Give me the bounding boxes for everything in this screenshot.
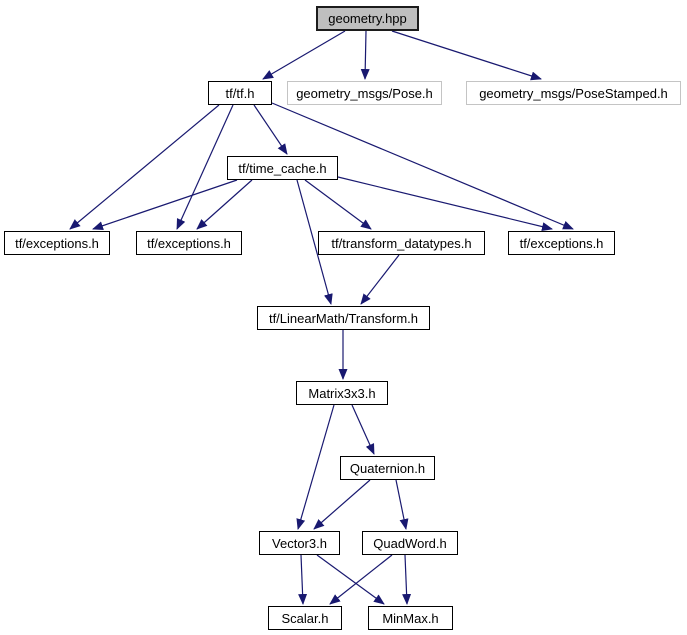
edge-time-cache-to-exceptions-3: [337, 176, 553, 232]
edge-geometry-hpp-to-pose-stamped: [391, 30, 542, 81]
edge-transform-datatypes-to-linearmath-transform: [360, 254, 400, 305]
edge-geometry-hpp-to-pose: [360, 30, 370, 80]
edge-vector3-to-minmax: [316, 554, 385, 605]
node-geometry-hpp: geometry.hpp: [316, 6, 419, 31]
node-exceptions-1[interactable]: tf/exceptions.h: [4, 231, 110, 255]
node-minmax[interactable]: MinMax.h: [368, 606, 453, 630]
node-pose-stamped: geometry_msgs/PoseStamped.h: [466, 81, 681, 105]
edge-time-cache-to-exceptions-1: [92, 179, 238, 231]
node-quadword[interactable]: QuadWord.h: [362, 531, 458, 555]
edge-tf-tf-to-time-cache: [253, 104, 288, 155]
edge-time-cache-to-exceptions-2: [196, 179, 253, 230]
node-time-cache[interactable]: tf/time_cache.h: [227, 156, 338, 180]
edge-geometry-hpp-to-tf-tf: [262, 30, 346, 80]
node-exceptions-2[interactable]: tf/exceptions.h: [136, 231, 242, 255]
node-vector3[interactable]: Vector3.h: [259, 531, 340, 555]
edge-matrix3x3-to-vector3: [296, 404, 335, 530]
node-matrix3x3[interactable]: Matrix3x3.h: [296, 381, 388, 405]
edge-vector3-to-scalar: [298, 554, 308, 605]
node-linearmath-transform[interactable]: tf/LinearMath/Transform.h: [257, 306, 430, 330]
node-pose: geometry_msgs/Pose.h: [287, 81, 442, 105]
edge-time-cache-to-transform-datatypes: [304, 179, 372, 230]
edge-quaternion-to-quadword: [395, 479, 409, 530]
edge-time-cache-to-linearmath-transform: [296, 179, 333, 305]
node-quaternion[interactable]: Quaternion.h: [340, 456, 435, 480]
node-exceptions-3[interactable]: tf/exceptions.h: [508, 231, 615, 255]
edge-tf-tf-to-exceptions-2: [176, 104, 234, 230]
edge-quadword-to-minmax: [402, 554, 412, 605]
edge-tf-tf-to-exceptions-3: [271, 102, 574, 230]
node-transform-datatypes[interactable]: tf/transform_datatypes.h: [318, 231, 485, 255]
edge-quadword-to-scalar: [329, 554, 393, 605]
node-scalar[interactable]: Scalar.h: [268, 606, 342, 630]
edge-quaternion-to-vector3: [313, 479, 371, 530]
edge-matrix3x3-to-quaternion: [351, 404, 375, 455]
node-tf-tf[interactable]: tf/tf.h: [208, 81, 272, 105]
edge-tf-tf-to-exceptions-1: [69, 104, 220, 230]
